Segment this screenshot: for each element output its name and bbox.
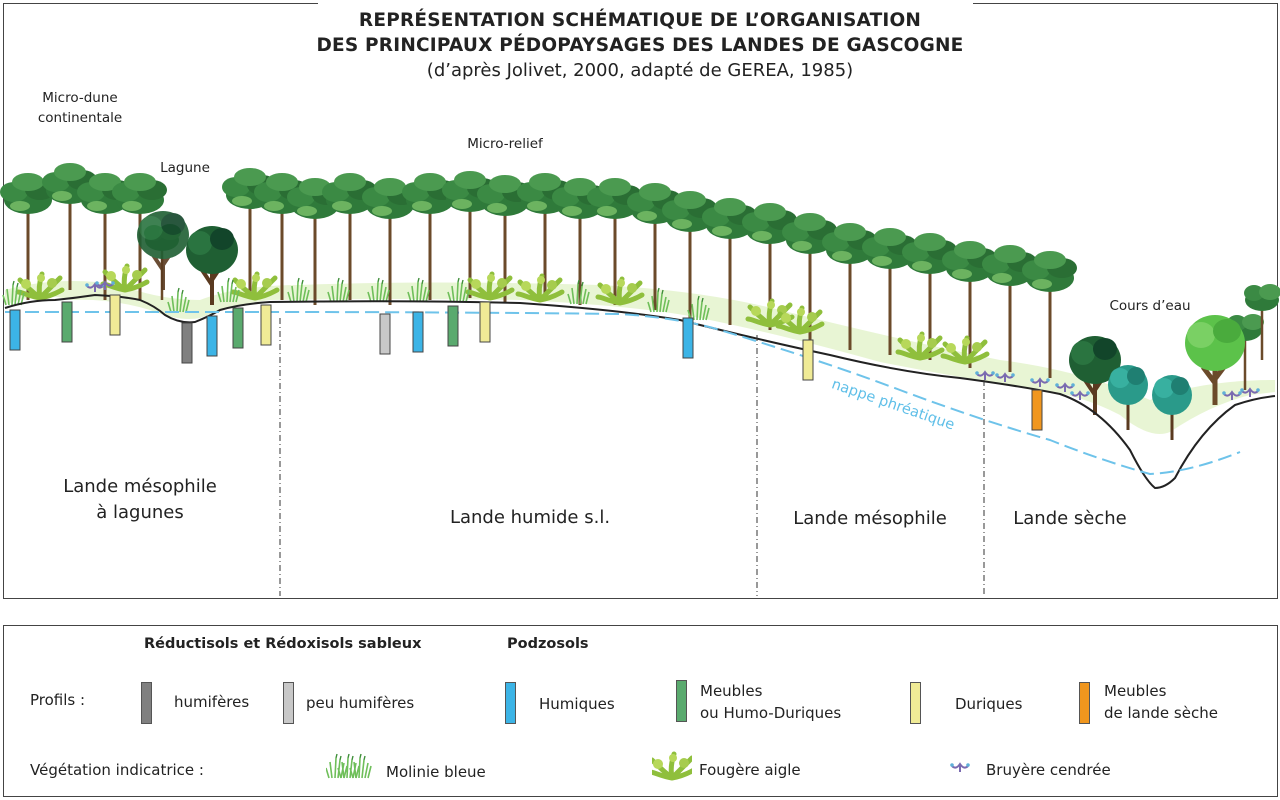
legend-heading-reductisols: Réductisols et Rédoxisols sableux: [144, 636, 422, 652]
legend-meubles-seche-1: Meubles: [1104, 682, 1167, 700]
title-mask: [318, 0, 973, 8]
zone-label-mesophile-lagunes-2: à lagunes: [96, 502, 184, 523]
title-line-1: REPRÉSENTATION SCHÉMATIQUE DE L’ORGANISA…: [358, 10, 922, 31]
profile-meubles: [447, 305, 459, 347]
legend-meubles-1: Meubles: [700, 682, 763, 700]
zone-label-mesophile-lagunes-1: Lande mésophile: [63, 476, 217, 497]
profile-meubles-seche: [1031, 389, 1043, 431]
profile-meubles: [232, 307, 244, 349]
title-source: (d’après Jolivet, 2000, adapté de GEREA,…: [426, 60, 854, 81]
title-line-2: DES PRINCIPAUX PÉDOPAYSAGES DES LANDES D…: [316, 35, 964, 56]
profile-humiques: [9, 309, 21, 351]
micro-dune-label-2: continentale: [37, 110, 123, 126]
landscape-illustration: [0, 161, 1280, 596]
legend-fougere: Fougère aigle: [699, 761, 801, 779]
zone-label-mesophile: Lande mésophile: [793, 508, 947, 529]
profile-humiques: [206, 315, 218, 357]
water-table-line: [5, 311, 1241, 476]
swatch-meubles: [676, 680, 687, 722]
swatch-humiferes: [141, 682, 152, 724]
fern-icon: [652, 744, 692, 782]
legend-bruyere: Bruyère cendrée: [986, 761, 1111, 779]
legend-meubles-2: ou Humo-Duriques: [700, 704, 842, 722]
profile-humiques: [682, 317, 694, 359]
swatch-peu-humiferes: [283, 682, 294, 724]
micro-dune-label-1: Micro-dune: [42, 90, 118, 106]
soil-profiles: [9, 294, 1043, 431]
heather-icon: [949, 762, 971, 773]
micro-relief-label: Micro-relief: [467, 136, 543, 152]
profile-peu-humiferes: [379, 313, 391, 355]
legend-profils-label: Profils :: [30, 691, 86, 709]
profile-meubles: [61, 301, 73, 343]
profile-duriques: [109, 294, 121, 336]
legend-vegetation-label: Végétation indicatrice :: [30, 761, 204, 779]
profile-humiques: [412, 311, 424, 353]
lagune-label: Lagune: [160, 160, 210, 176]
zone-label-seche: Lande sèche: [1013, 508, 1127, 529]
profile-duriques: [479, 301, 491, 343]
cours-eau-label: Cours d’eau: [1109, 298, 1191, 314]
legend-peu-humiferes: peu humifères: [306, 694, 415, 712]
molinie-icon: [326, 753, 372, 779]
ground-vegetation-band: [5, 281, 1275, 434]
legend-heading-podzosols: Podzosols: [507, 636, 589, 652]
legend-frame: [3, 625, 1278, 797]
legend-humiques: Humiques: [539, 695, 615, 713]
legend-humiferes: humifères: [174, 693, 250, 711]
legend-molinie: Molinie bleue: [386, 763, 486, 781]
swatch-meubles-seche: [1079, 682, 1090, 724]
profile-duriques: [260, 304, 272, 346]
swatch-humiques: [505, 682, 516, 724]
legend-duriques: Duriques: [955, 695, 1023, 713]
swatch-duriques: [910, 682, 921, 724]
profile-humiferes: [181, 322, 193, 364]
profile-duriques: [802, 339, 814, 381]
legend-meubles-seche-2: de lande sèche: [1104, 704, 1218, 722]
zone-label-humide: Lande humide s.l.: [449, 507, 611, 528]
